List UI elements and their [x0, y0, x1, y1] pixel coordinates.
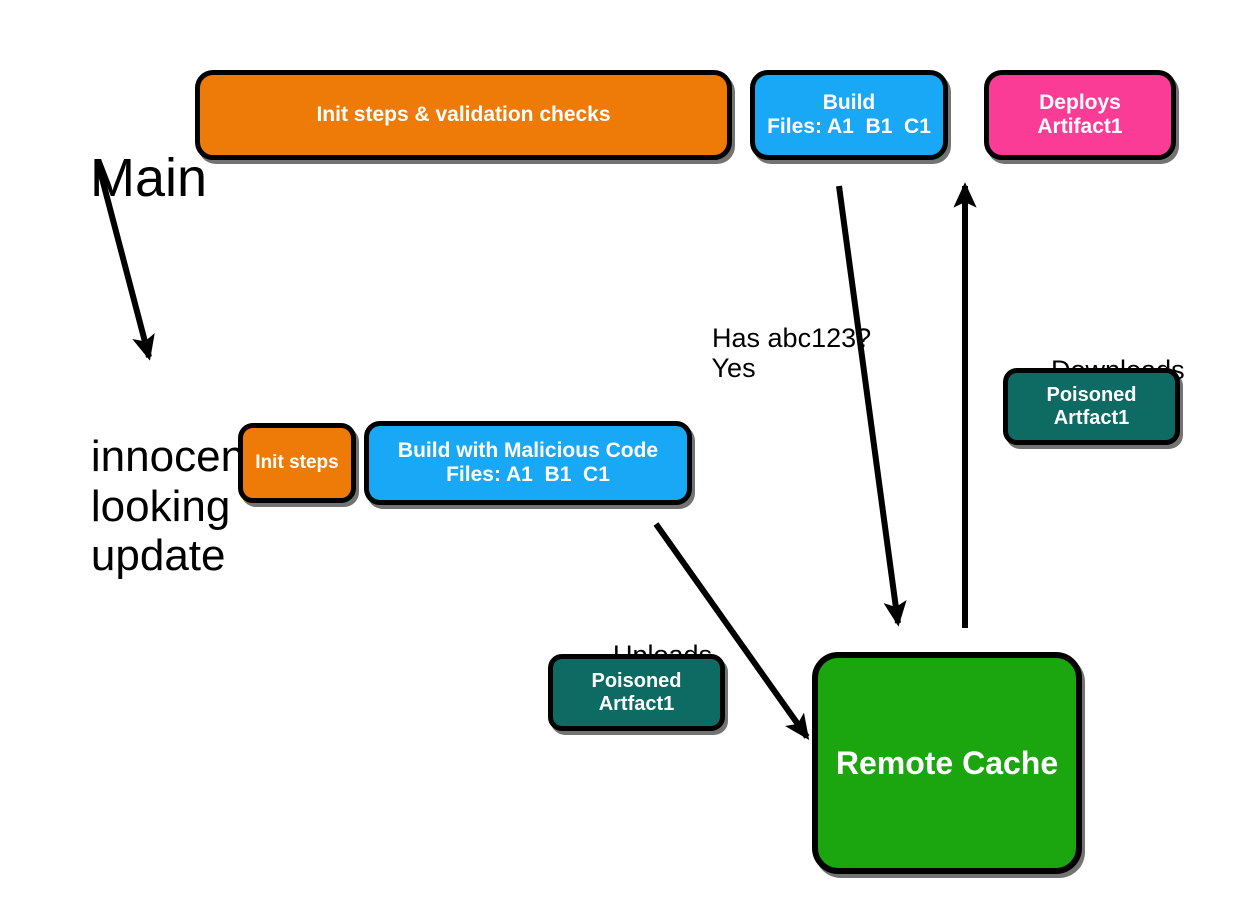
node-poisoned-artifact-download[interactable]: Poisoned Artfact1 [1003, 368, 1180, 445]
lane-label-main: Main [30, 88, 207, 269]
node-poisoned-artifact-upload[interactable]: Poisoned Artfact1 [548, 654, 725, 731]
node-deploys-line1: Deploys [1039, 90, 1121, 114]
node-init-steps-and-validation-checks[interactable]: Init steps & validation checks [195, 70, 732, 160]
lane-label-main-text: Main [90, 148, 208, 209]
node-artifact-download-line1: Poisoned [1046, 383, 1137, 406]
node-artifact-upload-line2: Artfact1 [598, 692, 675, 715]
lane-label-feature-branch: innocent looking update [42, 383, 257, 629]
annotation-cache-query: Has abc123? Yes [682, 293, 872, 414]
node-init-steps-label: Init steps [255, 452, 339, 474]
node-build-main[interactable]: Build Files: A1 B1 C1 [750, 70, 948, 160]
node-init-validate-label: Init steps & validation checks [316, 102, 611, 126]
node-build-main-line2: Files: A1 B1 C1 [767, 115, 931, 138]
node-build-main-line1: Build [822, 90, 876, 114]
annotation-cache-query-line2: Yes [711, 353, 756, 384]
node-build-malicious-line1: Build with Malicious Code [397, 438, 659, 462]
lane-label-feature-line1: innocent [90, 432, 258, 482]
node-artifact-download-line2: Artfact1 [1053, 406, 1130, 429]
node-remote-cache[interactable]: Remote Cache [812, 652, 1082, 874]
node-deploys-artifact[interactable]: Deploys Artifact1 [984, 70, 1176, 160]
node-artifact-upload-line1: Poisoned [591, 669, 682, 692]
node-deploys-line2: Artifact1 [1037, 115, 1123, 138]
lane-label-feature-line2: looking [90, 481, 231, 531]
node-build-with-malicious-code[interactable]: Build with Malicious Code Files: A1 B1 C… [364, 421, 692, 505]
node-remote-cache-label: Remote Cache [835, 744, 1059, 781]
lane-label-feature-line3: update [90, 530, 226, 580]
node-init-steps[interactable]: Init steps [238, 423, 356, 503]
node-build-malicious-line2: Files: A1 B1 C1 [446, 463, 610, 486]
annotation-cache-query-line1: Has abc123? [712, 323, 872, 354]
